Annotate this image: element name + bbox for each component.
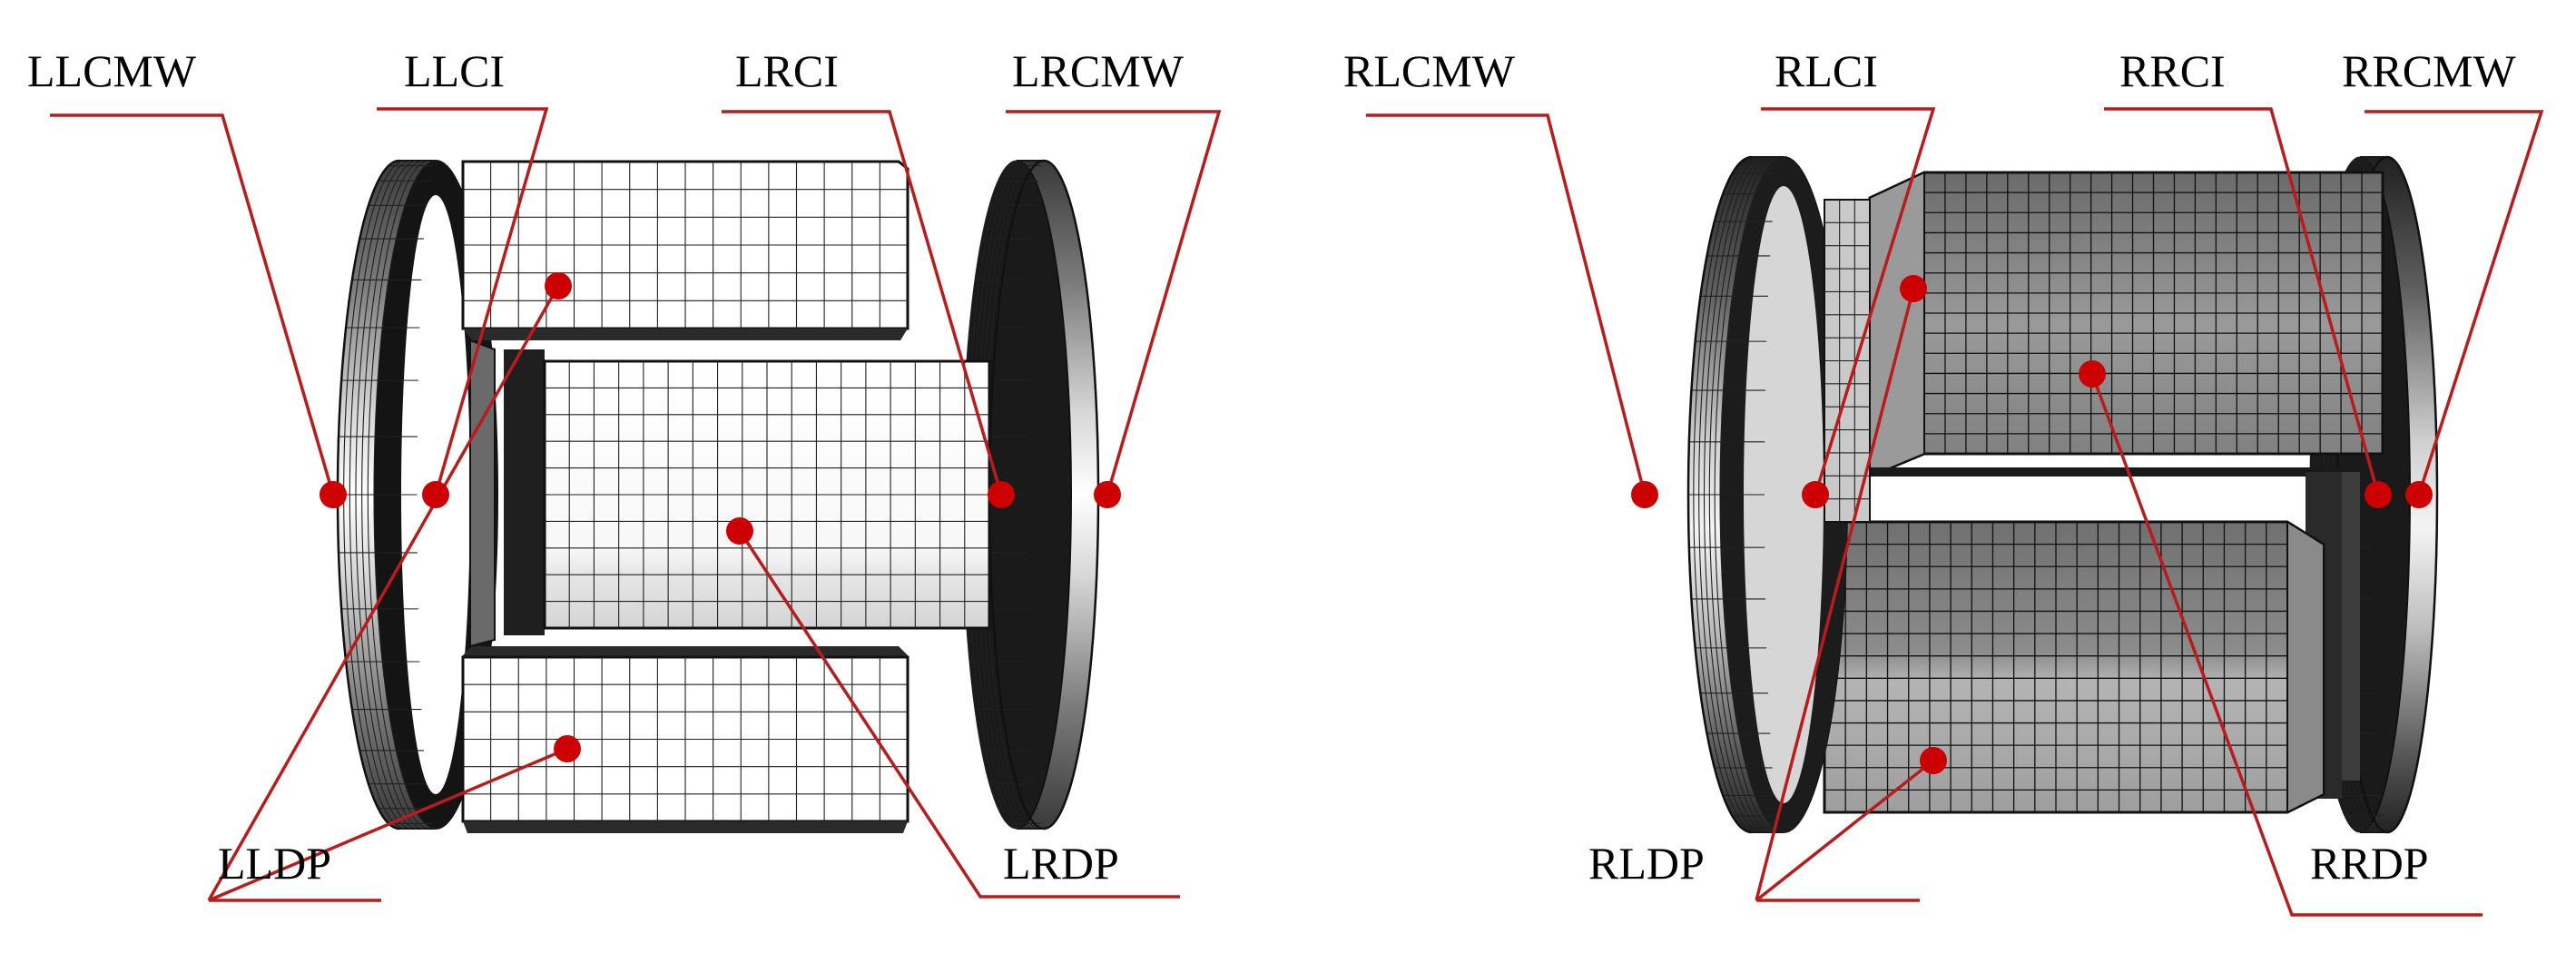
lldp-upper-block (461, 160, 909, 340)
leader-rldp-b (1755, 759, 1935, 902)
label-rrcmw: RRCMW (2342, 45, 2517, 96)
marker-lldp-lower (554, 735, 581, 762)
labels: LLCMW LLCI LRCI LRCMW LLDP LRDP RLCMW RL… (27, 45, 2517, 889)
leader-lldp-a (207, 285, 560, 901)
marker-rrcmw (2405, 481, 2433, 508)
marker-rrdp (2079, 360, 2106, 388)
left-assembly (336, 159, 1100, 833)
label-rldp: RLDP (1588, 838, 1705, 889)
leader-rrcmw (2365, 110, 2544, 496)
leader-rrci (2104, 107, 2380, 496)
label-rrdp: RRDP (2310, 838, 2429, 889)
leader-rlci (1761, 107, 1936, 496)
leader-rlcmw (1366, 113, 1647, 496)
marker-rldp-upper (1900, 275, 1927, 302)
label-lrcmw: LRCMW (1012, 45, 1185, 96)
marker-llci (422, 481, 449, 508)
marker-lldp-upper (545, 272, 572, 300)
leader-lines (50, 107, 2544, 917)
leader-llcmw (50, 113, 335, 496)
rldp-lower-block (1823, 520, 2325, 814)
leader-lrcmw (1006, 110, 1222, 496)
marker-rlci (1802, 481, 1829, 508)
leader-lrci (722, 110, 1003, 496)
rlci-band (1824, 199, 1871, 523)
leader-lldp-b (208, 747, 568, 902)
markers (320, 272, 2433, 774)
marker-llcmw (320, 481, 347, 508)
marker-rrci (2365, 481, 2392, 508)
rrdp-gap (1870, 472, 2342, 519)
label-llci: LLCI (404, 45, 505, 96)
leader-llci (377, 107, 549, 496)
leader-rrdp (2090, 373, 2483, 917)
label-rlcmw: RLCMW (1343, 45, 1516, 96)
llci-band (469, 339, 496, 648)
marker-rlcmw (1631, 481, 1658, 508)
rlcmw-ring (1686, 155, 1848, 834)
marker-lrcmw (1094, 481, 1121, 508)
marker-rldp-lower (1920, 747, 1947, 774)
label-rlci: RLCI (1775, 45, 1878, 96)
lldp-lower-block (461, 646, 909, 833)
label-lrci: LRCI (735, 45, 839, 96)
label-lldp: LLDP (218, 838, 331, 889)
label-rrci: RRCI (2119, 45, 2226, 96)
leader-rldp-a (1755, 288, 1915, 901)
marker-lrdp (726, 517, 753, 545)
label-lrdp: LRDP (1003, 838, 1119, 889)
right-assembly (1686, 155, 2439, 834)
leader-lrdp (738, 530, 1180, 899)
lrdp-cylinder (504, 349, 991, 635)
rrdp-upper-cylinder (1868, 171, 2384, 479)
label-llcmw: LLCMW (27, 45, 197, 96)
marker-lrci (988, 481, 1015, 508)
